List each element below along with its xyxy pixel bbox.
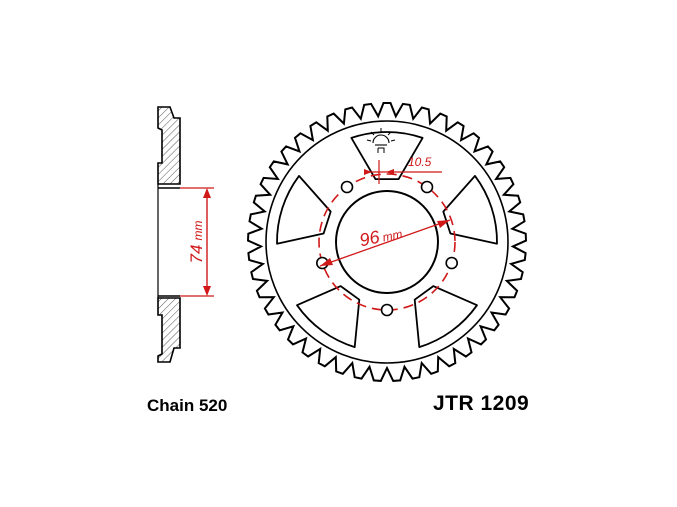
- center-bore-value: 74: [187, 245, 206, 264]
- bolt-circle: [318, 173, 456, 311]
- bolt-hole: [380, 303, 394, 317]
- bolt-hole: [445, 256, 459, 270]
- bolt-hole-dimension: 10.5: [364, 155, 442, 184]
- lightening-window: [442, 175, 498, 245]
- part-number-label: JTR 1209: [433, 392, 530, 415]
- bolt-hole-dimension-label: 10.5: [408, 155, 432, 169]
- lightening-windows: [276, 131, 498, 348]
- lightening-window: [296, 285, 361, 348]
- root-ring: [265, 120, 509, 364]
- bolt-holes: [315, 180, 459, 317]
- bolt-hole: [420, 180, 434, 194]
- side-section-upper: [157, 106, 181, 185]
- bolt-hole: [340, 180, 354, 194]
- lightening-window: [413, 285, 478, 348]
- center-bore-dimension: 74 mm: [180, 187, 214, 297]
- chain-size-label: Chain 520: [147, 396, 228, 415]
- center-bore-dimension-label: 74 mm: [187, 221, 206, 264]
- bolt-circle-unit: mm: [381, 227, 403, 245]
- bolt-circle-dimension-label: 96mm: [358, 222, 404, 251]
- bolt-circle-value: 96: [358, 226, 383, 250]
- side-section-view: [157, 106, 181, 363]
- center-bore-unit: mm: [191, 221, 205, 241]
- lightening-window: [276, 175, 332, 245]
- side-section-lower: [157, 297, 181, 363]
- jt-sun-logo-icon: [366, 128, 396, 153]
- bolt-circle-dimension: 96mm: [319, 219, 451, 267]
